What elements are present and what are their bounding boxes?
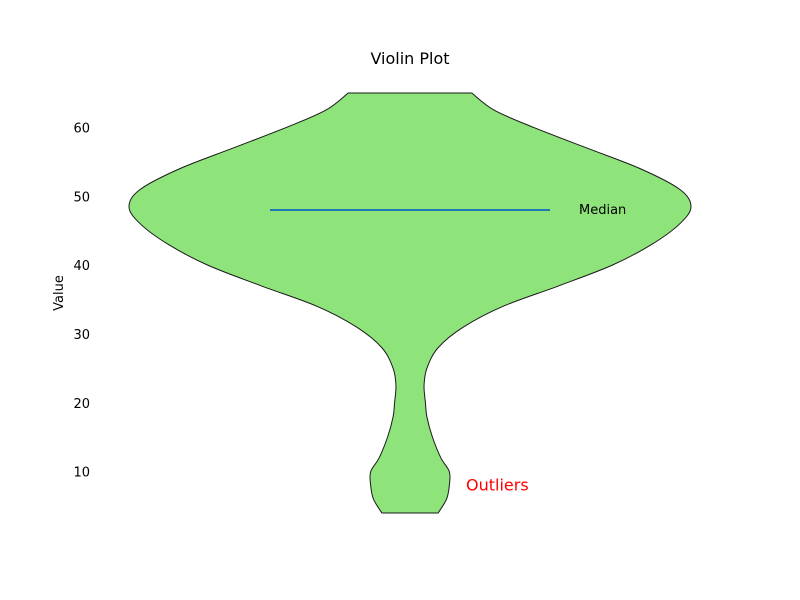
y-tick-label: 30 xyxy=(73,328,90,343)
outliers-annotation: Outliers xyxy=(466,475,529,494)
violin-body xyxy=(128,92,692,514)
median-annotation: Median xyxy=(579,203,626,218)
chart-title: Violin Plot xyxy=(370,49,449,68)
y-tick-label: 50 xyxy=(73,190,90,205)
y-tick-label: 40 xyxy=(73,259,90,274)
y-tick-label: 20 xyxy=(73,397,90,412)
y-axis-label: Value xyxy=(52,275,67,311)
y-axis-ticks: 10 20 30 40 50 60 xyxy=(73,121,90,480)
y-tick-label: 10 xyxy=(73,466,90,481)
y-tick-label: 60 xyxy=(73,121,90,136)
